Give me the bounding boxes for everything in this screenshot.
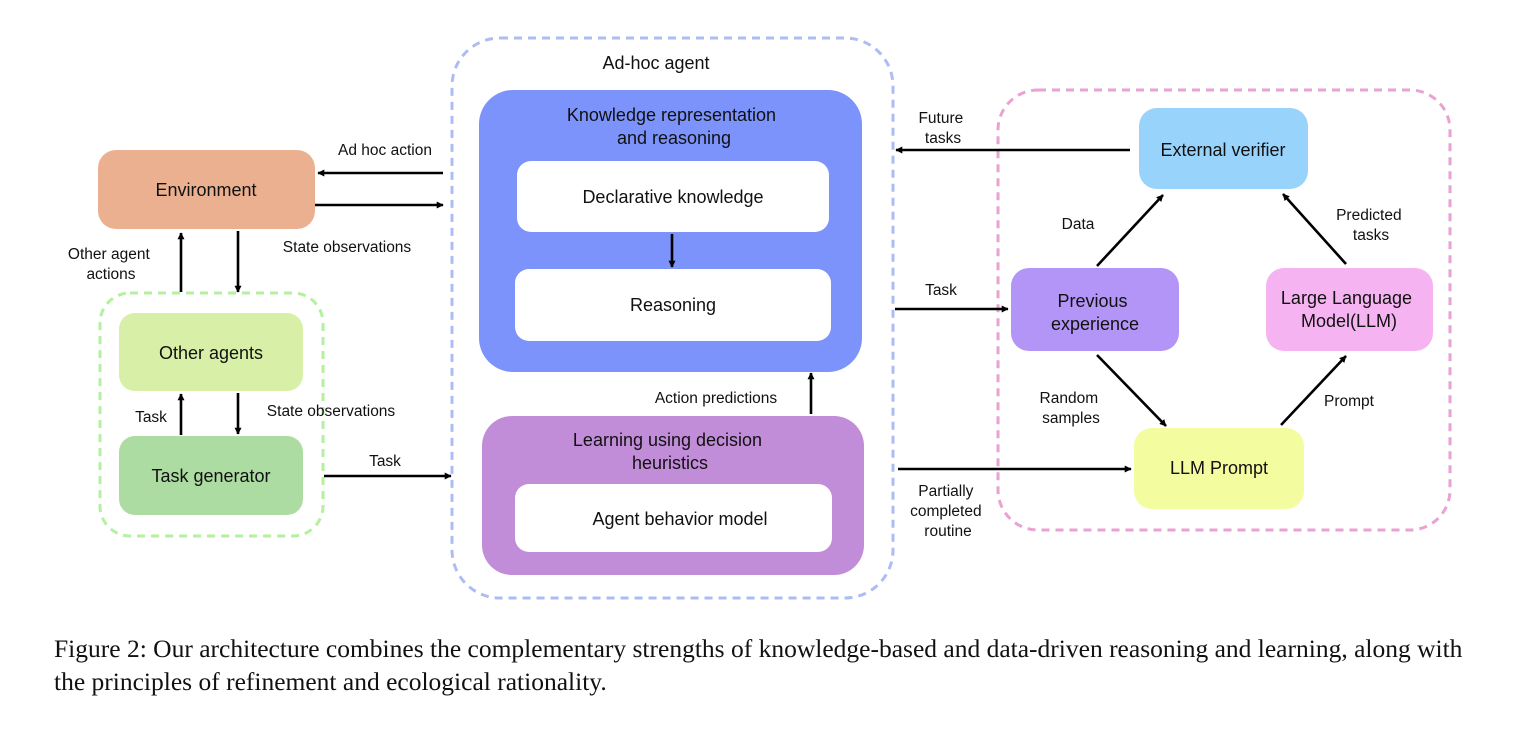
llm-label: Large Language Model(LLM)	[1281, 288, 1417, 331]
previous-experience-line-2: experience	[1051, 314, 1139, 334]
partially-completed-label: Partially completed routine	[910, 483, 986, 540]
task-label-1: Task	[135, 409, 167, 426]
data-label: Data	[1062, 216, 1095, 233]
agent-behavior-model-label: Agent behavior model	[592, 509, 767, 529]
adhoc-agent-title: Ad-hoc agent	[602, 53, 709, 73]
environment-label: Environment	[155, 180, 256, 200]
declarative-knowledge-label: Declarative knowledge	[582, 187, 763, 207]
prompt-arrow	[1280, 355, 1347, 426]
krr-title-line-1: Knowledge representation	[567, 105, 776, 125]
krr-title-line-2: and reasoning	[617, 128, 731, 148]
prompt-label: Prompt	[1324, 393, 1375, 410]
krr-title: Knowledge representation and reasoning	[567, 105, 781, 148]
previous-experience-line-1: Previous	[1057, 291, 1127, 311]
predicted-tasks-label: Predicted tasks	[1336, 207, 1406, 244]
task-generator-node: Task generator	[119, 436, 303, 515]
llm-prompt-label: LLM Prompt	[1170, 458, 1268, 478]
learning-title-line-2: heuristics	[632, 453, 708, 473]
environment-node: Environment	[98, 150, 315, 229]
ad-hoc-action-label: Ad hoc action	[338, 142, 432, 159]
learning-title: Learning using decision heuristics	[573, 430, 767, 473]
task-label-2: Task	[369, 453, 401, 470]
other-agents-node: Other agents	[119, 313, 303, 391]
declarative-knowledge-node: Declarative knowledge	[517, 161, 829, 232]
task-label-3: Task	[925, 282, 957, 299]
predicted-tasks-arrow	[1282, 193, 1347, 265]
llm-line-1: Large Language	[1281, 288, 1412, 308]
adhoc-agent-group	[450, 36, 895, 600]
figure-caption: Figure 2: Our architecture combines the …	[54, 634, 1463, 696]
reasoning-node: Reasoning	[515, 269, 831, 341]
random-samples-label: Random samples	[1040, 390, 1103, 427]
previous-experience-label: Previous experience	[1051, 291, 1139, 334]
previous-experience-node: Previous experience	[1011, 268, 1179, 351]
external-verifier-node: External verifier	[1139, 108, 1308, 189]
other-agents-label: Other agents	[159, 343, 263, 363]
learning-title-line-1: Learning using decision	[573, 430, 762, 450]
state-observations-label-1: State observations	[283, 239, 412, 256]
state-observations-label-2: State observations	[267, 403, 396, 420]
other-agent-actions-label: Other agent actions	[68, 246, 154, 283]
task-generator-label: Task generator	[151, 466, 270, 486]
external-verifier-label: External verifier	[1160, 140, 1285, 160]
other-agents-group	[98, 291, 325, 538]
future-tasks-label: Future tasks	[918, 110, 967, 147]
agent-behavior-model-node: Agent behavior model	[515, 484, 832, 552]
data-arrow	[1096, 194, 1164, 267]
reasoning-label: Reasoning	[630, 295, 716, 315]
action-predictions-label: Action predictions	[655, 390, 778, 407]
llm-prompt-node: LLM Prompt	[1134, 428, 1304, 509]
random-samples-arrow	[1096, 354, 1167, 427]
llm-node: Large Language Model(LLM)	[1266, 268, 1433, 351]
llm-line-2: Model(LLM)	[1301, 311, 1397, 331]
